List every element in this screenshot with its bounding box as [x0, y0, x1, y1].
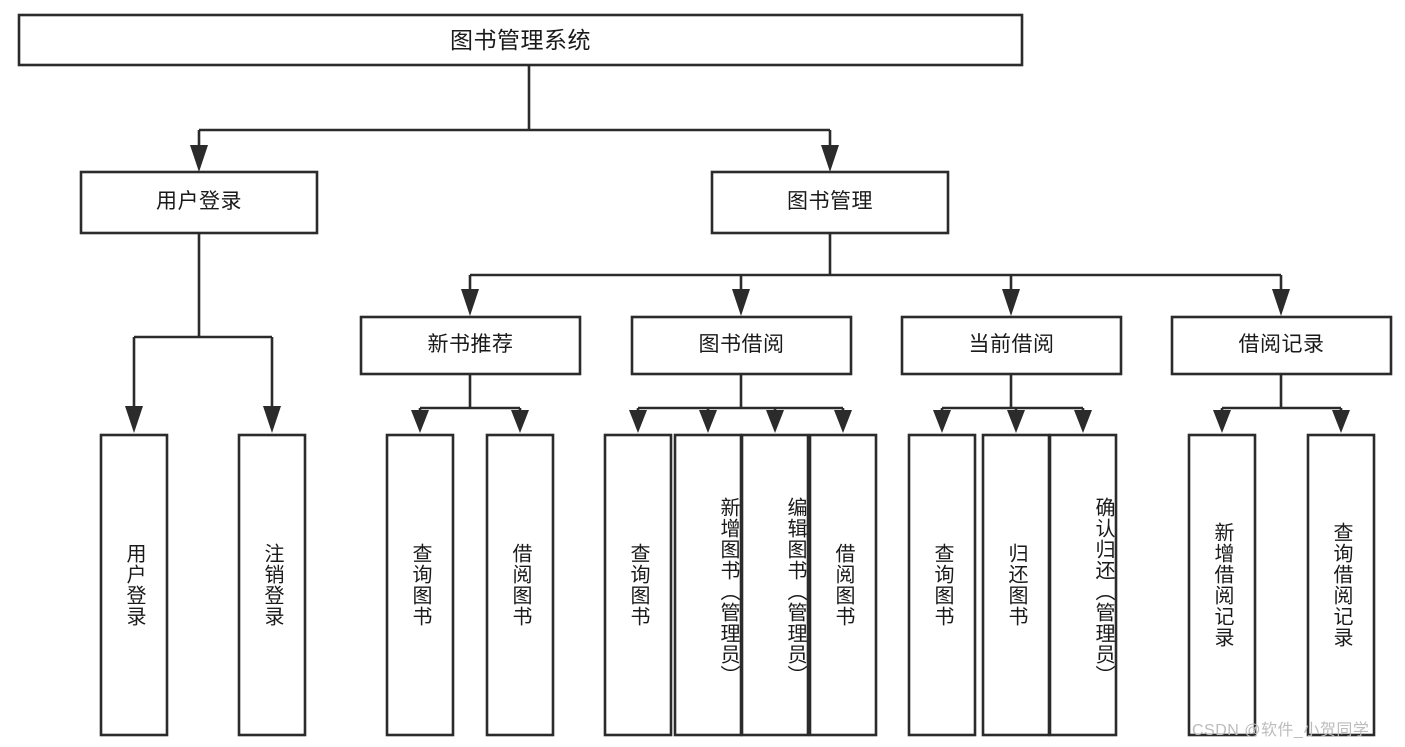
node-box-leaf-add-record[interactable] [1187, 433, 1257, 737]
arrow-head-leaf-user-login [125, 406, 143, 433]
csdn-watermark: CSDN @软件_小贺同学 [1192, 722, 1370, 739]
node-box-book-borrow[interactable] [630, 315, 853, 376]
node-box-borrow-record[interactable] [1170, 315, 1393, 376]
node-box-user-login[interactable] [79, 170, 319, 235]
node-box-leaf-borrow-book-2[interactable] [808, 433, 878, 737]
arrow-head-user-login [190, 145, 208, 172]
arrow-head-new-book-recommend [461, 289, 479, 316]
arrow-head-leaf-confirm-return [1074, 410, 1092, 433]
node-box-current-borrow[interactable] [900, 315, 1123, 376]
arrow-head-leaf-query-book-1 [411, 410, 429, 433]
node-box-leaf-user-logout[interactable] [237, 433, 307, 737]
node-box-leaf-borrow-book-1[interactable] [485, 433, 555, 737]
arrow-head-leaf-edit-book [766, 410, 784, 433]
node-box-leaf-return-book[interactable] [981, 433, 1051, 737]
arrow-head-leaf-add-book [699, 410, 717, 433]
arrow-head-leaf-query-record [1332, 410, 1350, 433]
node-box-new-book-recommend[interactable] [359, 315, 582, 376]
node-box-leaf-edit-book[interactable] [740, 433, 810, 737]
arrow-head-borrow-record [1272, 289, 1290, 316]
node-box-leaf-query-record[interactable] [1306, 433, 1376, 737]
node-box-leaf-query-book-3[interactable] [907, 433, 977, 737]
arrow-head-leaf-query-book-2 [629, 410, 647, 433]
node-box-book-manage[interactable] [710, 170, 950, 235]
arrow-head-leaf-user-logout [263, 406, 281, 433]
node-box-leaf-user-login[interactable] [99, 433, 169, 737]
arrow-head-leaf-borrow-book-1 [511, 410, 529, 433]
node-box-leaf-query-book-2[interactable] [603, 433, 673, 737]
arrow-head-book-manage [821, 145, 839, 172]
node-box-leaf-add-book[interactable] [673, 433, 743, 737]
arrow-head-leaf-borrow-book-2 [834, 410, 852, 433]
arrow-head-current-borrow [1002, 289, 1020, 316]
node-box-leaf-query-book-1[interactable] [385, 433, 455, 737]
arrow-head-book-borrow [732, 289, 750, 316]
node-box-root[interactable] [17, 13, 1024, 67]
arrow-head-leaf-return-book [1007, 410, 1025, 433]
node-box-leaf-confirm-return[interactable] [1048, 433, 1118, 737]
arrow-head-leaf-query-book-3 [933, 410, 951, 433]
arrow-head-leaf-add-record [1213, 410, 1231, 433]
